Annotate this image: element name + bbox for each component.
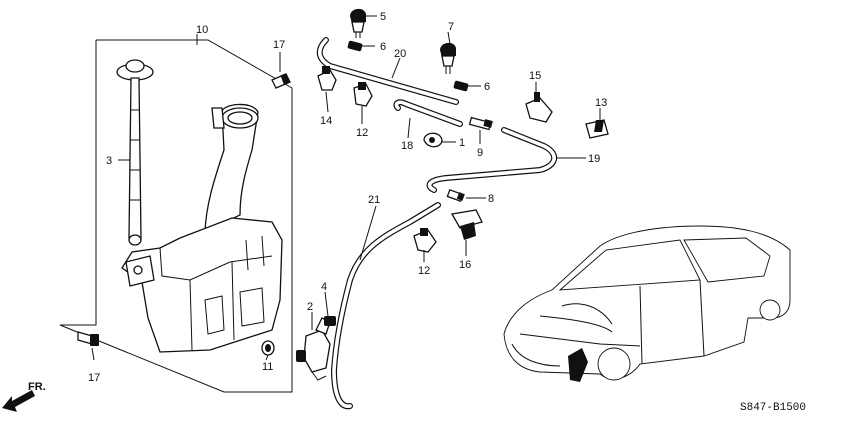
vehicle-outline [503, 225, 791, 382]
joint-icon [446, 189, 465, 203]
part-number-20: 20 [394, 48, 406, 60]
part-number-14: 14 [320, 115, 332, 127]
part-number-19: 19 [588, 153, 600, 165]
clamp-icon [525, 92, 553, 123]
part-number-16: 16 [459, 259, 471, 271]
part-number-10: 10 [196, 24, 208, 36]
diagram-code: S847-B1500 [740, 402, 806, 414]
part-number-21: 21 [368, 194, 380, 206]
washer-pump-group [296, 316, 336, 381]
washer-tank [121, 103, 283, 353]
clamp-icon [317, 66, 337, 91]
part-number-17b: 17 [88, 372, 100, 384]
clamp-icon [353, 82, 373, 107]
hose-clip-icon [423, 132, 443, 148]
grommet-icon [261, 340, 275, 356]
part-number-5: 5 [380, 11, 386, 23]
part-number-7: 7 [448, 21, 454, 33]
part-number-6b: 6 [484, 81, 490, 93]
washer-nozzle-icon [440, 42, 456, 74]
check-valve-icon [468, 116, 493, 131]
part-number-9: 9 [477, 147, 483, 159]
front-direction-arrow [2, 390, 35, 412]
clip-icon [453, 80, 469, 92]
reservoir-assembly [59, 39, 293, 393]
bolt-icon [271, 73, 291, 89]
part-number-12b: 12 [418, 265, 430, 277]
bracket-icon [450, 209, 483, 240]
part-number-1: 1 [459, 137, 465, 149]
part-number-3: 3 [106, 155, 112, 167]
part-number-6a: 6 [380, 41, 386, 53]
level-gauge [116, 59, 154, 246]
clamp-icon [413, 228, 437, 253]
part-number-12a: 12 [356, 127, 368, 139]
part-number-2: 2 [307, 301, 313, 313]
part-number-13: 13 [595, 97, 607, 109]
part-number-4: 4 [321, 281, 327, 293]
part-number-18: 18 [401, 140, 413, 152]
front-direction-label: FR. [28, 381, 46, 393]
part-number-labels: 1 2 3 4 5 6 6 7 8 9 10 11 12 12 13 14 15… [88, 11, 607, 384]
washer-tube-21 [331, 202, 441, 410]
part-number-15: 15 [529, 70, 541, 82]
part-number-11: 11 [262, 361, 273, 373]
part-number-17a: 17 [273, 39, 285, 51]
washer-tube-18 [393, 99, 463, 127]
clip-icon [585, 119, 609, 139]
part-number-8: 8 [488, 193, 494, 205]
clip-icon [347, 40, 363, 52]
washer-tube-20 [316, 37, 459, 105]
leader-lines [91, 15, 601, 361]
bolt-icon [77, 331, 99, 346]
washer-tube-19 [426, 127, 557, 193]
washer-nozzle-icon [350, 8, 366, 38]
